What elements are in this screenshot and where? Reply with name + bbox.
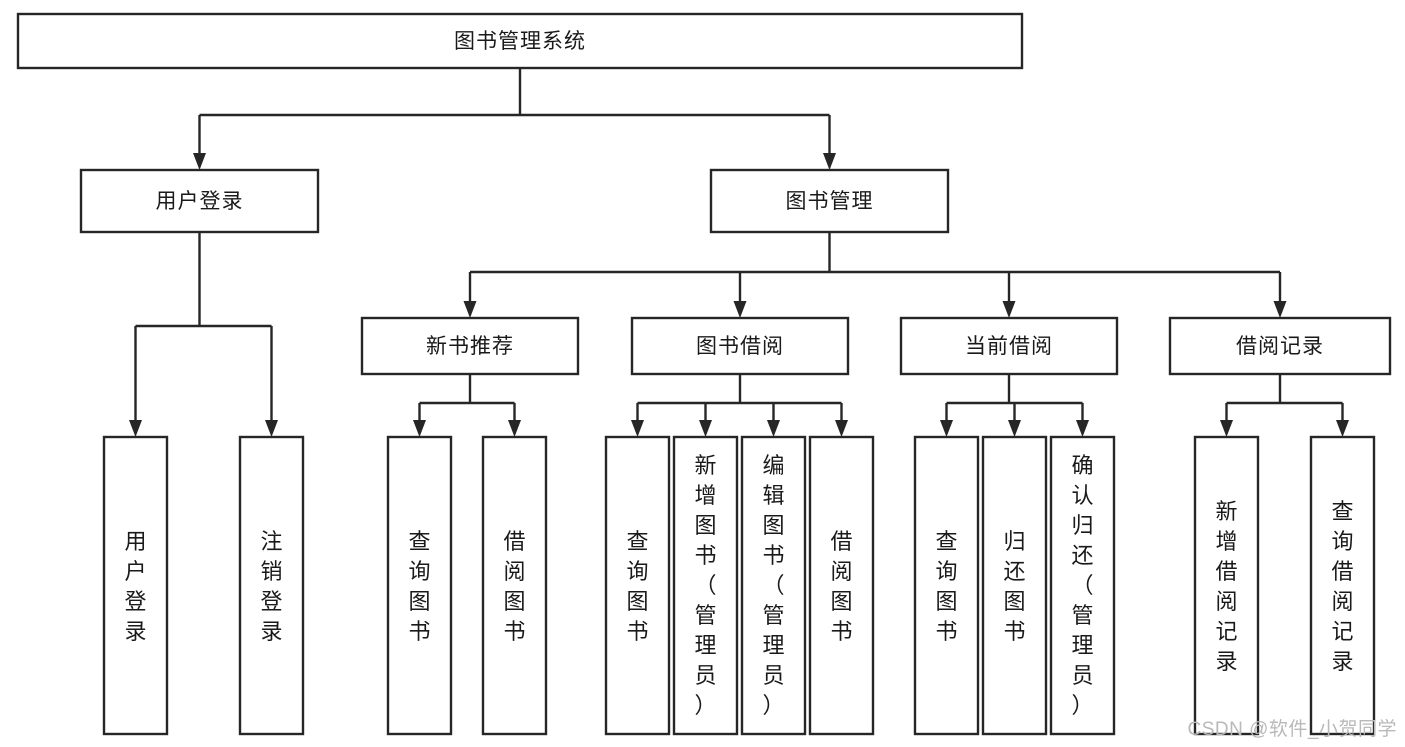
node-l2-borrow-record[interactable]: 借阅记录 (1168, 316, 1392, 376)
node-box (16, 12, 1024, 70)
node-box (709, 168, 950, 234)
node-box (981, 435, 1048, 736)
node-box (1049, 435, 1116, 736)
node-label: 图书管理 (786, 190, 874, 213)
node-leaf-bb-add-book[interactable]: 新增图书（管理员） (672, 435, 739, 736)
node-leaf-user-logout[interactable]: 注销登录 (238, 435, 305, 736)
node-leaf-cb-return-book[interactable]: 归还图书 (981, 435, 1048, 736)
node-label: 借阅图书 (830, 529, 852, 644)
arrow-head-icon (835, 420, 848, 437)
node-leaf-cb-confirm-return[interactable]: 确认归还（管理员） (1049, 435, 1116, 736)
node-box (360, 316, 580, 376)
node-box (899, 316, 1119, 376)
arrow-head-icon (1220, 420, 1233, 437)
node-box (102, 435, 169, 736)
arrow-head-icon (767, 420, 780, 437)
arrow-head-icon (463, 301, 477, 318)
arrow-head-icon (1076, 420, 1089, 437)
node-l2-current-borrow[interactable]: 当前借阅 (899, 316, 1119, 376)
node-leaf-bb-borrow-book[interactable]: 借阅图书 (808, 435, 875, 736)
node-layer: 图书管理系统用户登录图书管理新书推荐图书借阅当前借阅借阅记录用户登录注销登录查询… (16, 12, 1392, 736)
node-leaf-bb-query-book[interactable]: 查询图书 (604, 435, 671, 736)
node-l2-new-book-rec[interactable]: 新书推荐 (360, 316, 580, 376)
node-box (604, 435, 671, 736)
node-root[interactable]: 图书管理系统 (16, 12, 1024, 70)
node-label: 新增图书（管理员） (694, 453, 716, 718)
node-label: 用户登录 (124, 529, 146, 644)
node-leaf-rec-borrow-book[interactable]: 借阅图书 (481, 435, 548, 736)
node-box (1168, 316, 1392, 376)
node-box (913, 435, 980, 736)
node-label: 查询借阅记录 (1331, 499, 1353, 674)
arrow-head-icon (699, 420, 712, 437)
arrow-head-icon (1336, 420, 1349, 437)
node-label: 借阅记录 (1236, 335, 1324, 358)
node-box (808, 435, 875, 736)
arrow-head-icon (193, 153, 206, 170)
node-leaf-cb-query-book[interactable]: 查询图书 (913, 435, 980, 736)
edge-layer (129, 68, 1349, 437)
node-l1-user-login[interactable]: 用户登录 (79, 168, 320, 234)
node-label: 借阅图书 (503, 529, 525, 644)
node-label: 图书借阅 (696, 335, 784, 358)
node-label: 编辑图书（管理员） (762, 453, 784, 718)
node-leaf-rec-query-book[interactable]: 查询图书 (386, 435, 453, 736)
node-label: 查询图书 (408, 529, 430, 644)
arrow-head-icon (733, 301, 747, 318)
arrow-head-icon (823, 153, 836, 170)
node-leaf-br-add-record[interactable]: 新增借阅记录 (1193, 435, 1260, 736)
arrow-head-icon (413, 420, 426, 437)
node-l1-book-mgmt[interactable]: 图书管理 (709, 168, 950, 234)
node-label: 确认归还（管理员） (1071, 453, 1093, 718)
node-label: 新增借阅记录 (1215, 499, 1237, 674)
node-box (481, 435, 548, 736)
node-label: 归还图书 (1003, 529, 1025, 644)
node-label: 查询图书 (935, 529, 957, 644)
node-label: 当前借阅 (965, 335, 1053, 358)
arrow-head-icon (1273, 301, 1287, 318)
node-leaf-br-query-record[interactable]: 查询借阅记录 (1309, 435, 1376, 736)
node-box (630, 316, 850, 376)
node-leaf-bb-edit-book[interactable]: 编辑图书（管理员） (740, 435, 807, 736)
node-label: 新书推荐 (426, 335, 514, 358)
arrow-head-icon (508, 420, 521, 437)
node-l2-book-borrow[interactable]: 图书借阅 (630, 316, 850, 376)
node-label: 查询图书 (626, 529, 648, 644)
arrow-head-icon (1002, 301, 1016, 318)
arrow-head-icon (129, 420, 142, 437)
node-box (1309, 435, 1376, 736)
node-box (1193, 435, 1260, 736)
node-box (238, 435, 305, 736)
node-leaf-user-login[interactable]: 用户登录 (102, 435, 169, 736)
arrow-head-icon (940, 420, 953, 437)
node-box (386, 435, 453, 736)
arrow-head-icon (265, 420, 278, 437)
node-box (79, 168, 320, 234)
node-label: 用户登录 (156, 190, 244, 213)
node-box (672, 435, 739, 736)
arrow-head-icon (631, 420, 644, 437)
arrow-head-icon (1008, 420, 1021, 437)
node-box (740, 435, 807, 736)
node-label: 图书管理系统 (454, 30, 586, 53)
watermark-label: CSDN @软件_小贺同学 (1187, 719, 1397, 740)
node-label: 注销登录 (260, 529, 282, 644)
